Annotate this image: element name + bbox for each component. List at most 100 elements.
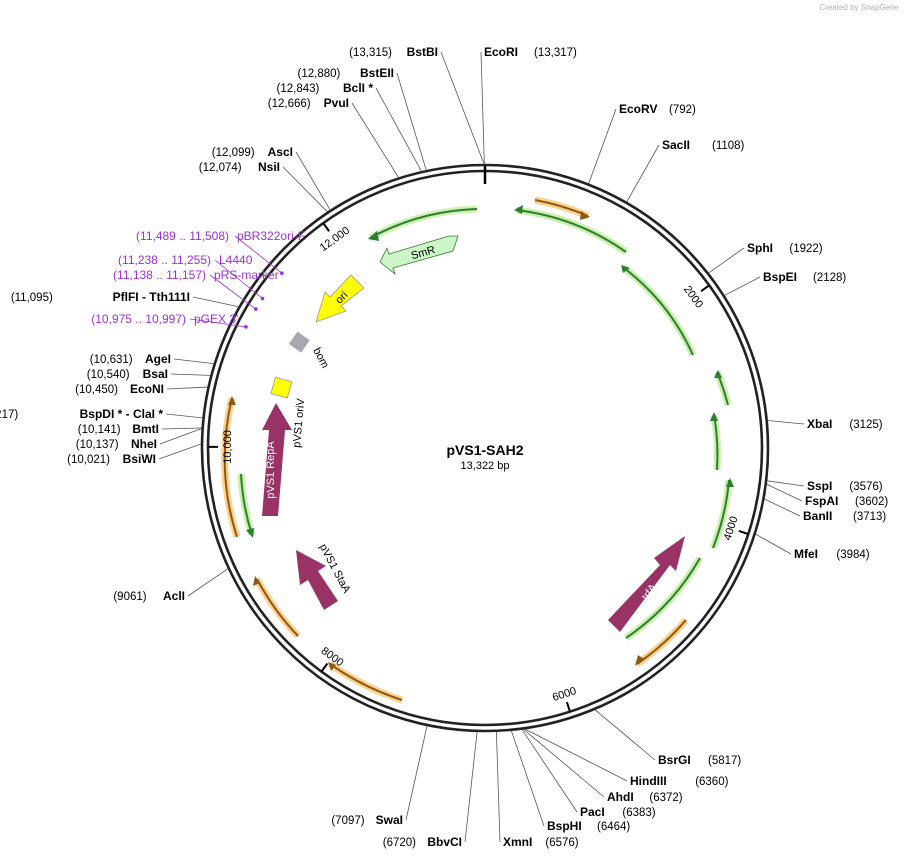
enzyme-name: BspEI <box>763 270 797 284</box>
feature-bom: bom <box>288 331 331 371</box>
enzyme-site: SspI(3576) <box>807 479 883 493</box>
primer-name: L4440 <box>219 253 253 267</box>
enzyme-site: AscI(12,099) <box>212 145 293 159</box>
feature-label-pvs1-repa: pVS1 RepA <box>265 441 277 499</box>
enzyme-site: BstEII(12,880) <box>298 66 394 80</box>
enzyme-position: (1108) <box>712 140 745 152</box>
primer: (11,138 .. 11,157)pRS-marker <box>113 268 279 282</box>
enzyme-leader <box>755 533 792 555</box>
enzyme-leader <box>161 427 202 430</box>
enzyme-leader <box>594 709 656 761</box>
enzyme-leader <box>440 51 485 165</box>
enzyme-name: HindIII <box>630 774 667 788</box>
scale-tick <box>322 222 330 232</box>
enzyme-site: EcoNI (10,450) <box>75 382 164 396</box>
feature-label-bom: bom <box>310 346 331 371</box>
enzyme-leader <box>170 373 211 376</box>
plasmid-size: 13,322 bp <box>461 460 510 472</box>
enzyme-name: EcoRV <box>619 102 657 116</box>
enzyme-position: (11,095) <box>11 292 53 304</box>
enzyme-site: EcoRV(792) <box>619 102 696 116</box>
enzyme-name: BspHI <box>547 819 582 833</box>
primer-site <box>244 325 248 329</box>
feature-smr: SmR <box>379 235 459 276</box>
enzyme-name: EcoNI <box>130 382 164 396</box>
enzyme-leader <box>767 420 805 425</box>
enzyme-site: XbaI(3125) <box>807 417 883 431</box>
enzyme-site: SwaI(7097) <box>331 813 403 827</box>
enzyme-name: XbaI <box>807 417 832 431</box>
enzyme-leader-lines <box>158 51 805 843</box>
enzyme-position: (6576) <box>545 837 578 849</box>
enzyme-site: BspEI(2128) <box>763 270 846 284</box>
enzyme-position: (10,450) <box>75 384 118 396</box>
enzyme-site: BbvCI(6720) <box>383 835 462 849</box>
enzyme-name: BstBI <box>407 45 438 59</box>
inner-arcs <box>221 196 734 704</box>
enzyme-position: (10,141) <box>78 424 121 436</box>
enzyme-leader <box>396 72 427 171</box>
features: SmR ori bom pVS1 oriV pVS1 RepA pVS1 Sta… <box>262 235 685 632</box>
backbone <box>200 163 770 733</box>
orange-arrowheads <box>228 211 644 671</box>
enzyme-leader <box>165 413 203 419</box>
enzyme-position: (6372) <box>649 792 682 804</box>
enzyme-name: FspAI <box>805 494 838 508</box>
arc-arrowheads <box>246 205 734 538</box>
enzyme-name: BsaI <box>143 367 168 381</box>
enzyme-leader <box>351 102 399 178</box>
enzyme-name: XmnI <box>503 835 532 849</box>
scale-tick-label: 6000 <box>551 685 578 704</box>
enzyme-name: BspDI * - ClaI * <box>80 407 164 421</box>
primer: (11,238 .. 11,255)L4440 <box>118 253 253 267</box>
enzyme-leader <box>173 358 214 365</box>
scale-tick <box>320 662 329 673</box>
primer: (11,489 .. 11,508)pBR322ori-F <box>136 229 305 243</box>
enzyme-site: NheI(10,137) <box>76 437 157 451</box>
primer-labels: (11,489 .. 11,508)pBR322ori-F (11,238 .. … <box>91 229 305 326</box>
enzyme-name: AgeI <box>145 352 171 366</box>
enzyme-site: EcoRI(13,317) <box>484 45 577 59</box>
primer-range: (11,138 .. 11,157) <box>113 268 206 282</box>
enzyme-position: (12,099) <box>212 147 255 159</box>
enzyme-site: AgeI(10,631) <box>90 352 171 366</box>
enzyme-leader <box>495 731 501 843</box>
enzyme-site: PflFI - Tth111I(11,095) <box>11 290 190 304</box>
enzyme-name: SacII <box>662 138 690 152</box>
enzyme-site: BstBI(13,315) <box>349 45 438 59</box>
feature-pvs1-staa: pVS1 StaA <box>296 542 353 610</box>
enzyme-leader <box>588 108 617 184</box>
enzyme-position: (10,540) <box>87 369 130 381</box>
snapgene-credit: Created by SnapGene <box>819 3 899 12</box>
enzyme-name: PacI <box>580 805 605 819</box>
enzyme-site: AclI(9061) <box>113 589 185 603</box>
enzyme-site: BsiWI (10,021) <box>67 452 156 466</box>
enzyme-site: AhdI(6372) <box>607 790 683 804</box>
enzyme-position: (12,074) <box>199 162 242 174</box>
enzyme-position: (7097) <box>331 815 364 827</box>
enzyme-name: BsiWI <box>123 452 156 466</box>
enzyme-position: (13,317) <box>534 47 577 59</box>
feature-trfa: trfA <box>608 536 685 632</box>
enzyme-leader <box>192 296 239 308</box>
scale-tick <box>738 529 749 535</box>
enzyme-name: BclI * <box>343 81 373 95</box>
enzyme-position: (6720) <box>383 837 416 849</box>
feature-pvs1-oriv: pVS1 oriV <box>270 376 307 448</box>
enzyme-site: BsaI (10,540) <box>87 367 168 381</box>
enzyme-position: (3984) <box>836 549 869 561</box>
primer-leader <box>189 318 246 328</box>
enzyme-position: (1922) <box>789 243 822 255</box>
enzyme-site: PvuI(12,666) <box>268 96 349 110</box>
feature-label-pvs1-oriv: pVS1 oriV <box>291 397 307 448</box>
enzyme-position: (3713) <box>853 511 886 523</box>
enzyme-site: FspAI(3602) <box>805 494 888 508</box>
scale-tick-label: 10,000 <box>222 430 234 464</box>
enzyme-position: (12,880) <box>298 68 341 80</box>
enzyme-site: BclI *(12,843) <box>277 81 374 95</box>
primer-leader <box>214 259 263 299</box>
enzyme-site: HindIII(6360) <box>630 774 729 788</box>
enzyme-position: (10,021) <box>67 454 110 466</box>
enzyme-leader <box>523 729 605 798</box>
primer-name: pBR322ori-F <box>237 229 305 243</box>
